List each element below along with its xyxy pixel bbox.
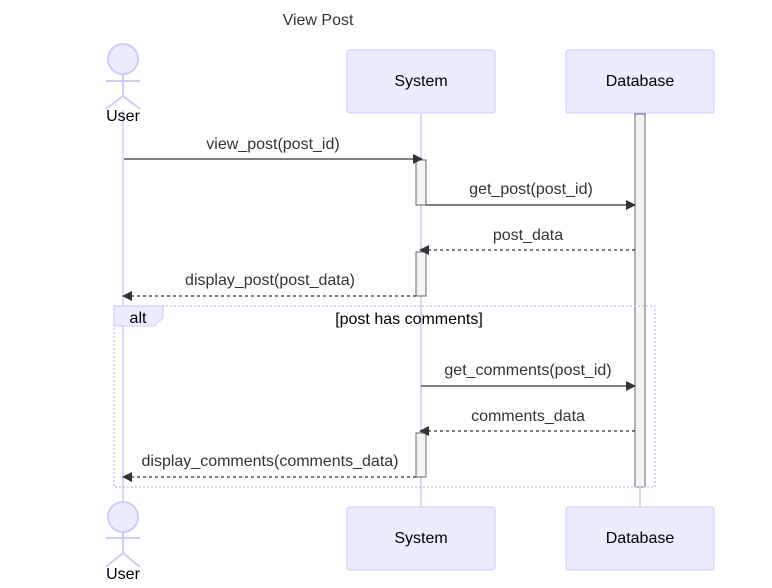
actor-left-leg: [105, 95, 124, 110]
message-3: post_data: [419, 227, 635, 255]
participant-database-bottom[interactable]: Database: [565, 506, 715, 571]
actor-user-bottom[interactable]: User: [105, 501, 141, 583]
actor-user-top[interactable]: User: [105, 43, 141, 125]
message-label: get_post(post_id): [469, 181, 593, 198]
message-label: display_comments(comments_data): [142, 453, 399, 470]
actor-right-leg: [122, 95, 141, 110]
activation-system-1: [415, 159, 427, 206]
actor-right-leg: [122, 552, 141, 568]
participant-system-bottom[interactable]: System: [346, 506, 496, 571]
participant-label: System: [394, 73, 447, 90]
participant-label: Database: [606, 73, 675, 90]
alt-frame-border: [113, 305, 656, 488]
message-label: comments_data: [471, 408, 585, 425]
actor-label: User: [106, 566, 140, 583]
participant-box: [565, 506, 715, 571]
participant-box: [346, 506, 496, 571]
alt-frame: alt [post has comments]: [113, 305, 656, 488]
message-2: get_post(post_id): [426, 181, 636, 210]
diagram-title: View Post: [283, 12, 354, 29]
message-5: get_comments(post_id): [421, 362, 636, 391]
participant-database-top[interactable]: Database: [565, 49, 715, 114]
message-label: get_comments(post_id): [444, 362, 611, 379]
alt-tab: [113, 305, 164, 327]
actor-left-leg: [105, 552, 124, 568]
activation-database: [634, 113, 646, 488]
message-4: display_post(post_data): [122, 272, 416, 301]
actor-head: [107, 43, 139, 75]
activation-system-2: [415, 251, 427, 297]
participant-label: Database: [606, 530, 675, 547]
message-6: comments_data: [419, 408, 635, 436]
participant-label: System: [394, 530, 447, 547]
message-1: view_post(post_id): [124, 136, 423, 164]
message-label: post_data: [493, 227, 563, 244]
message-7: display_comments(comments_data): [122, 453, 416, 482]
alt-keyword: alt: [130, 310, 147, 327]
activation-system-3: [415, 432, 427, 478]
participant-box: [346, 49, 496, 114]
message-label: view_post(post_id): [206, 136, 339, 153]
message-label: display_post(post_data): [185, 272, 355, 289]
participant-box: [565, 49, 715, 114]
participant-system-top[interactable]: System: [346, 49, 496, 114]
alt-condition: [post has comments]: [335, 311, 483, 328]
actor-head: [107, 501, 139, 533]
actor-label: User: [106, 108, 140, 125]
